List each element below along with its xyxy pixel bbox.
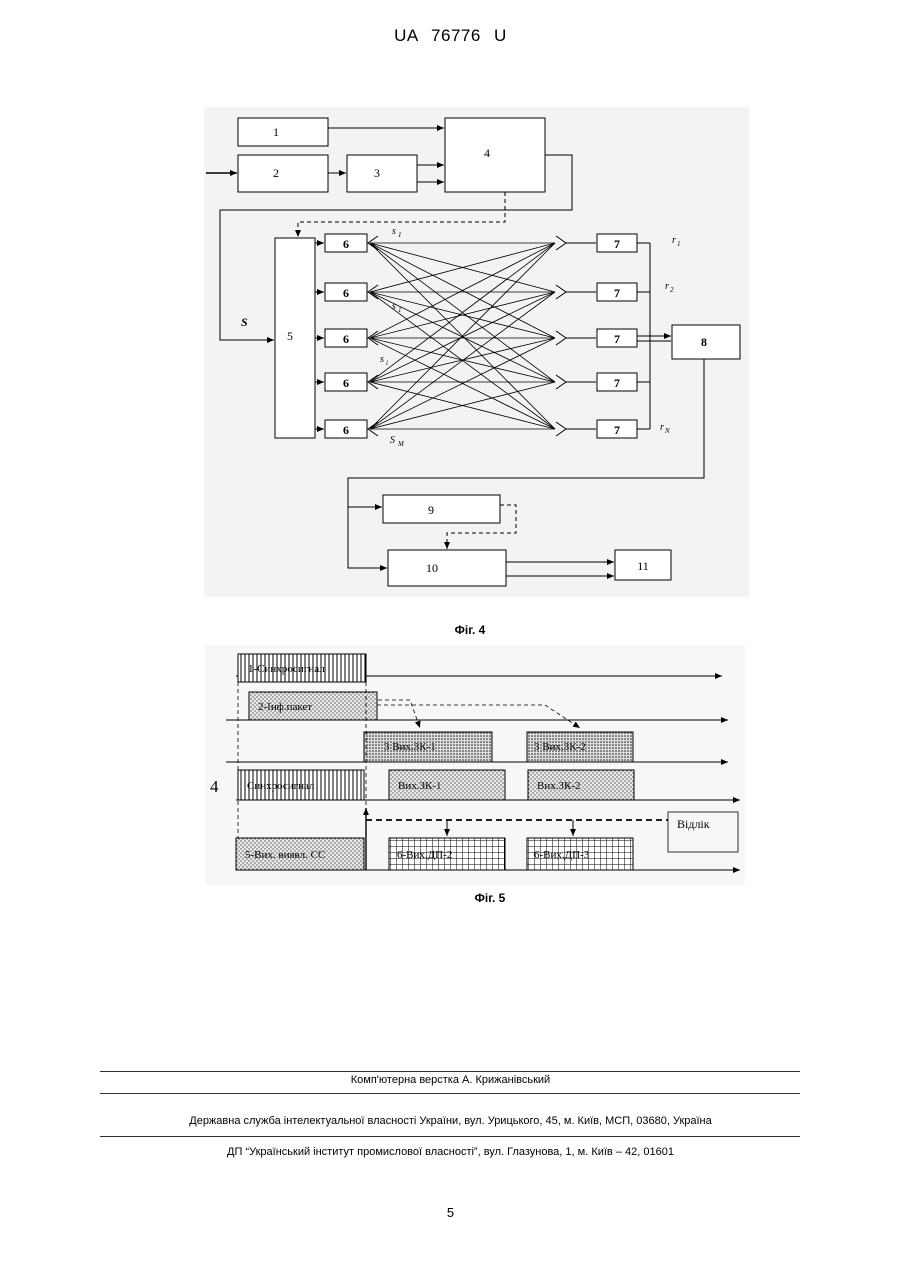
label-4: 4 [484,146,490,160]
signal-s1-mid-sub: 1 [398,306,402,314]
signal-r1-sub: 1 [677,240,681,248]
label-3: 3 [374,166,380,180]
footer-layout: Комп'ютерна верстка А. Крижанівський [0,1074,901,1086]
label-6-5: 6 [343,423,349,437]
label-7-1: 7 [614,237,620,251]
label-6-1: 6 [343,237,349,251]
label-dp2: 6-Вих.ДП-2 [397,849,452,861]
label-7-2: 7 [614,286,620,300]
block-1 [238,118,328,146]
label-dp3: 6-Вих.ДП-3 [534,849,590,861]
fig4-caption: Фіг. 4 [440,623,500,637]
block-4 [445,118,545,192]
block-5 [275,238,315,438]
label-sync1: 1-Синхросигнал [248,663,325,675]
signal-s-input: S [241,315,248,329]
block-2 [238,155,328,192]
signal-sM-sub: M [397,440,405,448]
label-7-4: 7 [614,376,620,390]
fig5-caption: Фіг. 5 [460,891,520,905]
label-10: 10 [426,561,438,575]
signal-rN-sub: N [664,427,670,435]
footer-office: Державна служба інтелектуальної власност… [0,1115,901,1127]
label-ref: Відлік [677,817,710,831]
block-9 [383,495,500,523]
label-7-3: 7 [614,332,620,346]
row-marker: 4 [210,777,219,796]
label-6-2: 6 [343,286,349,300]
footer-rule-1 [100,1071,800,1072]
footer-rule-2 [100,1093,800,1094]
signal-r1: r [672,235,676,246]
label-out3-2: 3 Вих.ЗК-2 [534,741,586,753]
label-out3-1: 3 Вих.ЗК-1 [384,741,436,753]
block-3 [347,155,417,192]
label-sync4: Синхросигнал [247,780,315,792]
label-9: 9 [428,503,434,517]
label-6-3: 6 [343,332,349,346]
signal-s1-top-sub: 1 [398,231,402,239]
footer-institute: ДП “Український інститут промислової вла… [0,1146,901,1158]
page-number: 5 [0,1205,901,1220]
footer-rule-3 [100,1136,800,1137]
label-7-5: 7 [614,423,620,437]
signal-r2-sub: 2 [670,286,674,294]
signal-si: s [380,354,384,365]
signal-r2: r [665,281,669,292]
label-5: 5 [287,329,293,343]
fig5-timing-diagram: 1-Синхросигнал 2-Інф.пакет 3 Вих.ЗК-1 3 … [0,640,901,890]
label-2: 2 [273,166,279,180]
signal-rN: r [660,422,664,433]
label-out4-1: Вих.ЗК-1 [398,780,441,792]
label-8: 8 [701,335,707,349]
block-10 [388,550,506,586]
signal-si-sub: i [386,359,388,367]
signal-s1-top: s [392,226,396,237]
signal-s1-mid: s [392,301,396,312]
label-11: 11 [637,559,649,573]
signal-sM: S [390,435,395,446]
fig4-block-diagram: 1 2 3 4 5 6 6 6 6 6 7 7 7 7 7 8 9 10 11 [0,0,901,620]
label-out4-2: Вих.ЗК-2 [537,780,580,792]
label-info2: 2-Інф.пакет [258,701,312,713]
label-detect5: 5-Вих. виявл. СС [245,849,325,861]
label-1: 1 [273,125,279,139]
label-6-4: 6 [343,376,349,390]
